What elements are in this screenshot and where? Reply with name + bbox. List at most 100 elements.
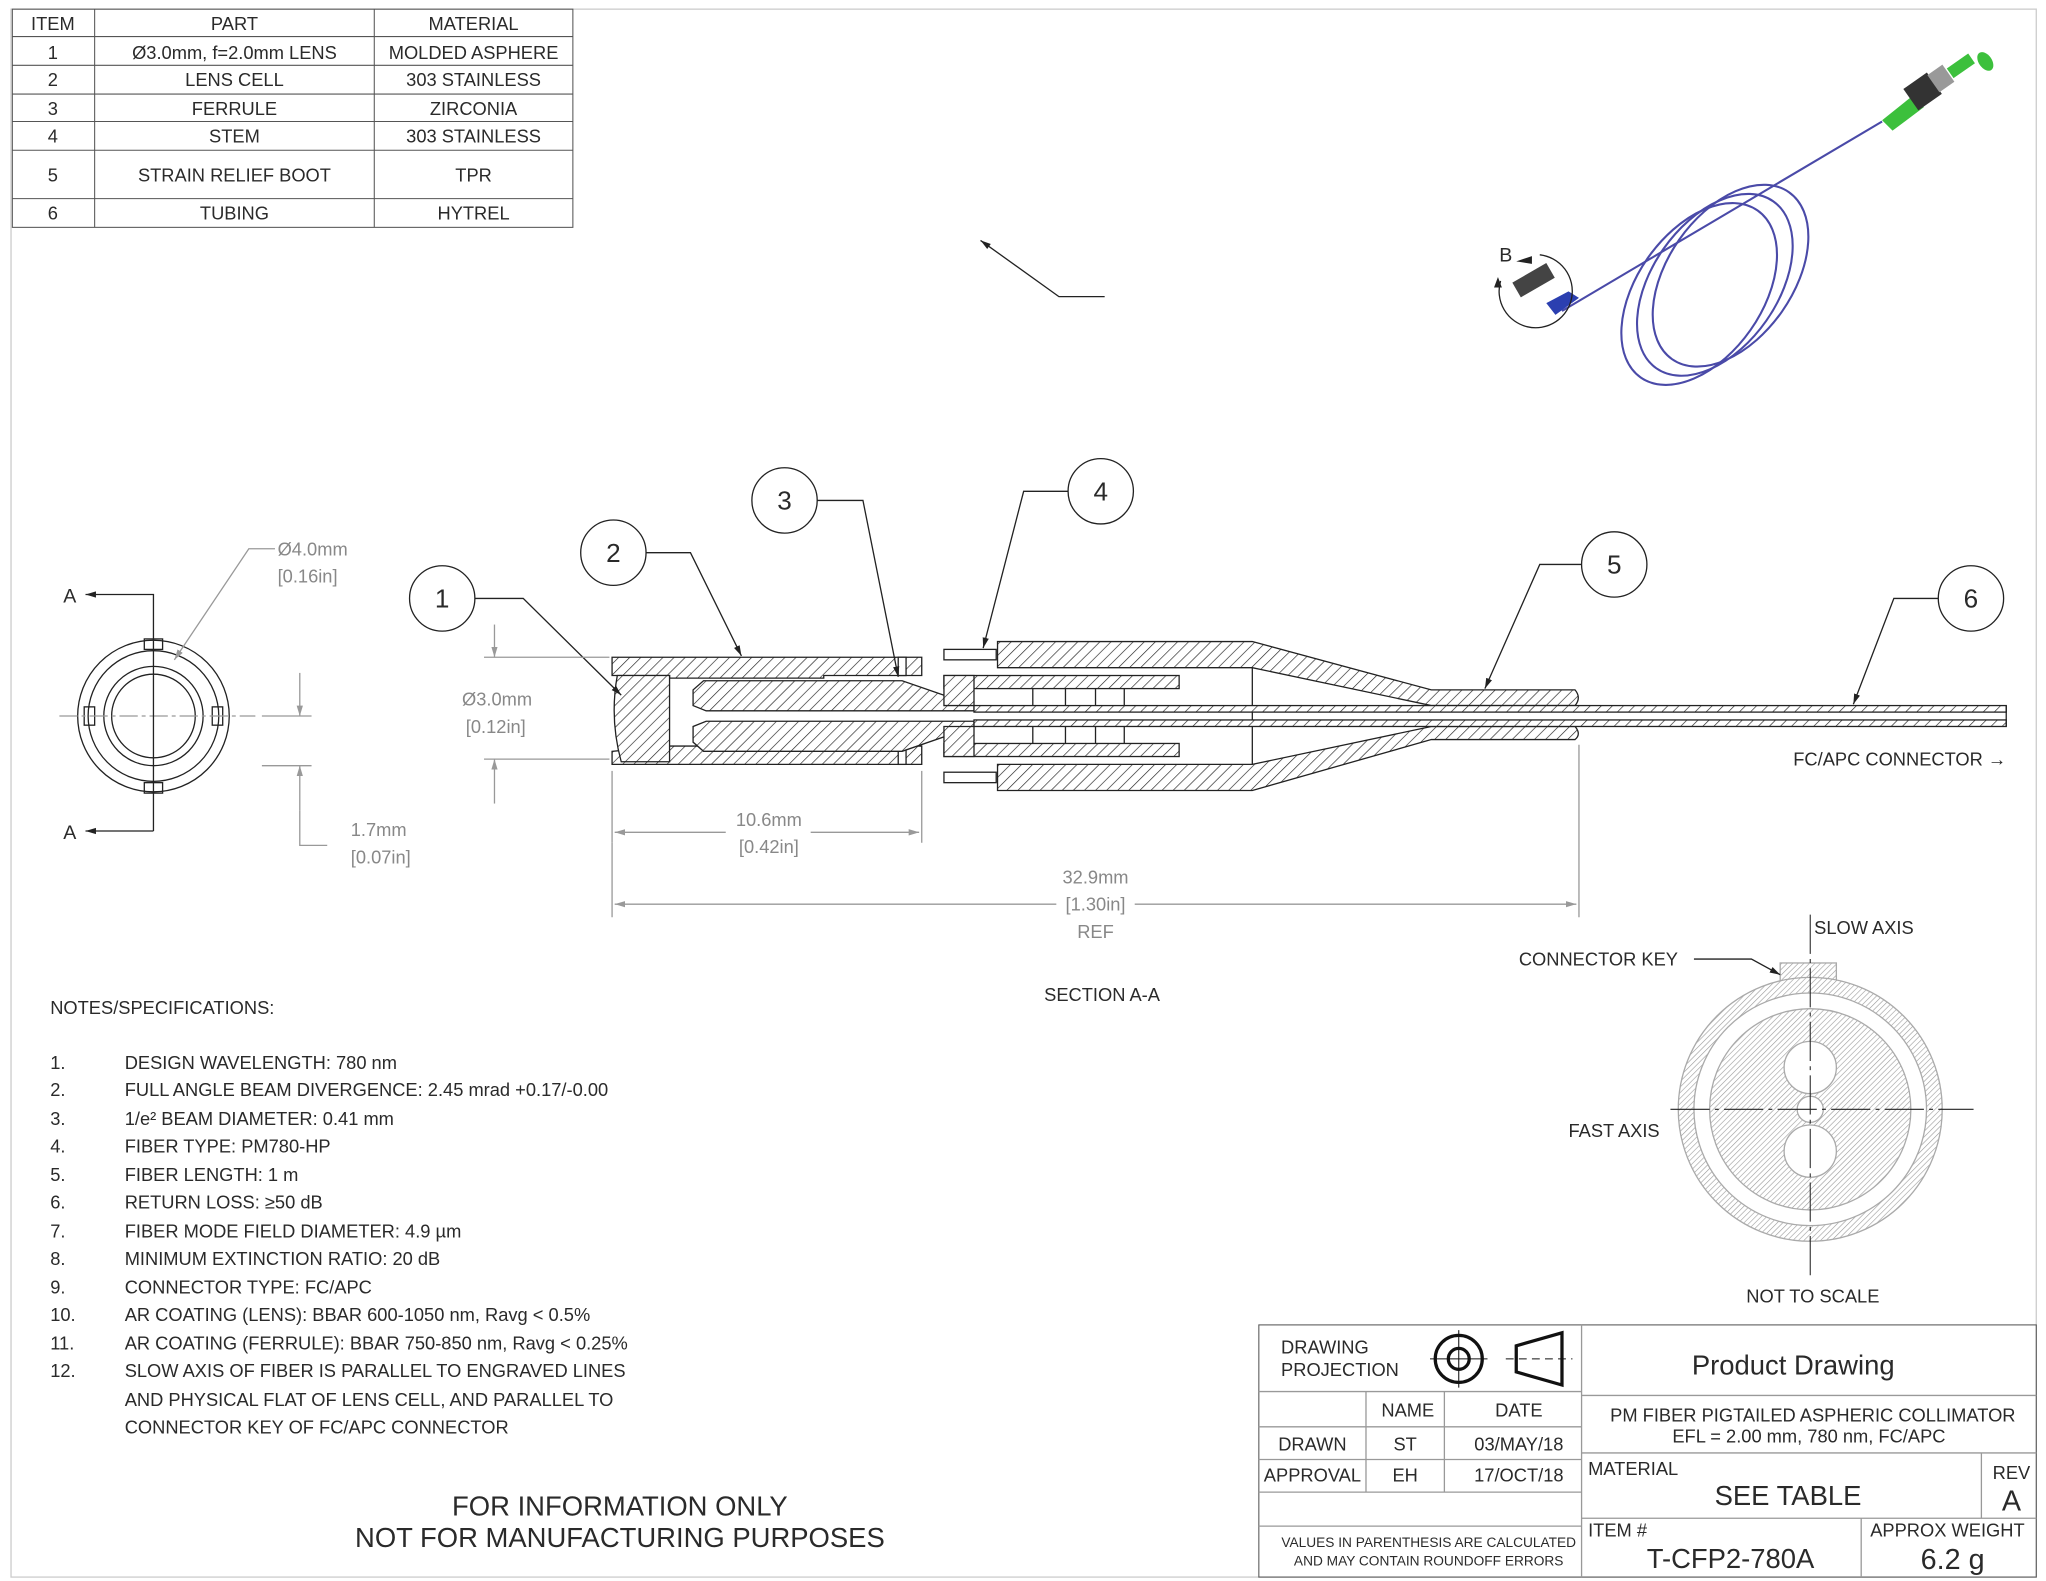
svg-text:AND MAY CONTAIN ROUNDOFF ERROR: AND MAY CONTAIN ROUNDOFF ERRORS [1294,1553,1564,1568]
note-text: SLOW AXIS OF FIBER IS PARALLEL TO ENGRAV… [125,1360,626,1381]
svg-text:Ø3.0mm: Ø3.0mm [462,689,532,710]
bom-material: HYTREL [437,203,509,224]
bom-item: 1 [48,42,58,63]
svg-text:[1.30in]: [1.30in] [1066,894,1126,915]
svg-text:CONNECTOR KEY: CONNECTOR KEY [1519,949,1678,970]
note-text: 1/e² BEAM DIAMETER: 0.41 mm [125,1108,394,1129]
slow-axis-label: SLOW AXIS [1814,917,1914,938]
lens-part [613,674,671,763]
isometric-fiber-view: B [1494,52,1994,386]
note-text: AR COATING (FERRULE): BBAR 750-850 nm, R… [125,1333,628,1354]
item-number: T-CFP2-780A [1647,1543,1815,1574]
svg-text:1.7mm: 1.7mm [351,819,407,840]
svg-text:8.: 8. [50,1248,65,1269]
offset-dimension: 1.7mm [0.07in] [261,672,411,868]
lens-diameter-dimension: Ø3.0mm [0.12in] [462,624,610,804]
bom-material: TPR [455,165,492,186]
bom-material: 303 STAINLESS [406,125,541,146]
description-line: EFL = 2.00 mm, 780 nm, FC/APC [1672,1425,1945,1446]
bom-item: 5 [48,165,58,186]
svg-text:Ø4.0mm: Ø4.0mm [278,538,348,559]
connector-key-leader: CONNECTOR KEY [1519,949,1781,976]
svg-text:ST: ST [1393,1433,1416,1454]
svg-text:[0.07in]: [0.07in] [351,847,411,868]
strain-relief-boot-part [996,640,1579,707]
bom-part: Ø3.0mm, f=2.0mm LENS [132,42,337,63]
end-view: A A Ø4.0mm [0.16in] 1.7mm [0.07in] [59,538,411,868]
svg-text:APPROVAL: APPROVAL [1264,1465,1361,1486]
svg-text:2: 2 [606,538,621,568]
svg-text:NAME: NAME [1381,1399,1434,1420]
svg-text:VALUES IN PARENTHESIS ARE CALC: VALUES IN PARENTHESIS ARE CALCULATED [1281,1535,1576,1550]
disclaimer: FOR INFORMATION ONLY NOT FOR MANUFACTURI… [355,1491,885,1553]
svg-text:03/MAY/18: 03/MAY/18 [1474,1433,1563,1454]
svg-text:DRAWN: DRAWN [1278,1433,1346,1454]
bom-part: STRAIN RELIEF BOOT [138,165,331,186]
svg-text:[0.16in]: [0.16in] [278,566,338,587]
sheet-border [10,8,2037,1578]
svg-text:1: 1 [435,584,450,614]
connector-note: FC/APC CONNECTOR → [1793,749,2006,770]
third-angle-projection-icon [1430,1330,1573,1388]
svg-text:11.: 11. [50,1333,74,1354]
fiber-coil [1561,120,1883,386]
bom-part: FERRULE [192,98,277,119]
bom-header-part: PART [211,13,258,34]
svg-text:12.: 12. [50,1360,75,1381]
note-text: FIBER TYPE: PM780-HP [125,1135,331,1156]
svg-text:6: 6 [1964,584,1979,614]
bom-material: 303 STAINLESS [406,69,541,90]
svg-text:REF: REF [1077,921,1114,942]
weight-value: 6.2 g [1921,1544,1985,1576]
diameter-dimension: Ø4.0mm [0.16in] [173,538,348,661]
svg-text:[0.42in]: [0.42in] [739,836,799,857]
collimator-end [1512,263,1579,315]
svg-text:DRAWING: DRAWING [1281,1337,1369,1358]
svg-text:EH: EH [1392,1465,1417,1486]
balloon-5: 5 [1484,531,1648,689]
bom-header-item: ITEM [31,13,75,34]
balloon-3: 3 [751,467,900,677]
svg-text:9.: 9. [50,1277,65,1298]
bom-header-material: MATERIAL [429,13,519,34]
bom-item: 3 [48,98,58,119]
note-text: CONNECTOR KEY OF FC/APC CONNECTOR [125,1416,509,1437]
section-cut-line: A A [63,585,155,844]
detail-b-callout: B [1494,244,1573,329]
bom-material: MOLDED ASPHERE [389,42,559,63]
svg-text:FOR INFORMATION ONLY: FOR INFORMATION ONLY [452,1491,788,1522]
notes-specifications: NOTES/SPECIFICATIONS: 1. DESIGN WAVELENG… [50,997,628,1437]
svg-text:3: 3 [777,486,792,516]
svg-text:6.: 6. [50,1192,65,1213]
balloon-1: 1 [408,565,622,696]
note-text: MINIMUM EXTINCTION RATIO: 20 dB [125,1248,441,1269]
stem-part [943,674,1180,690]
ferrule-part [692,720,975,752]
section-label-top: A [63,585,77,607]
svg-text:NOT FOR MANUFACTURING PURPOSES: NOT FOR MANUFACTURING PURPOSES [355,1522,885,1553]
svg-text:4: 4 [1093,476,1108,506]
bom-part: LENS CELL [185,69,284,90]
tubing-part [973,704,2007,713]
note-text: DESIGN WAVELENGTH: 780 nm [125,1052,397,1073]
bom-item: 2 [48,69,58,90]
svg-text:2.: 2. [50,1079,65,1100]
svg-text:[0.12in]: [0.12in] [466,716,526,737]
detail-b-label: B [1499,244,1512,266]
bom-part: STEM [209,125,260,146]
note-text: AND PHYSICAL FLAT OF LENS CELL, AND PARA… [125,1389,614,1410]
cell-length-dimension: 10.6mm [0.42in] [611,770,923,857]
strain-relief-boot-part [996,725,1579,792]
total-length-dimension: 32.9mm [1.30in] REF [611,744,1580,942]
doc-type: Product Drawing [1692,1350,1895,1381]
svg-text:17/OCT/18: 17/OCT/18 [1474,1465,1563,1486]
svg-text:REV: REV [1993,1462,2031,1483]
svg-text:7.: 7. [50,1220,65,1241]
balloon-2: 2 [580,519,743,657]
leader-arrow [980,239,1105,298]
svg-text:4.: 4. [50,1135,65,1156]
bom-part: TUBING [200,203,269,224]
svg-text:10.6mm: 10.6mm [736,809,802,830]
svg-text:ITEM #: ITEM # [1588,1520,1648,1541]
notes-heading: NOTES/SPECIFICATIONS: [50,997,274,1018]
